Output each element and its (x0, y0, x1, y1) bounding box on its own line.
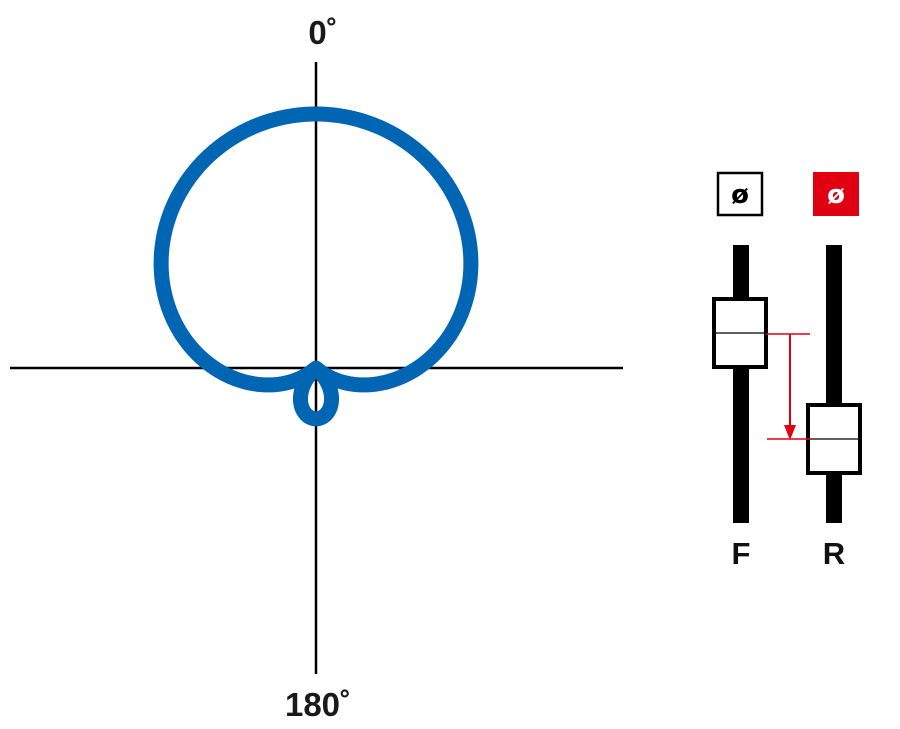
rear-fader-track (826, 245, 842, 523)
phase-inverted-icon: ø (827, 180, 845, 210)
level-offset-arrow (766, 333, 810, 440)
rear-fader: ø R (806, 172, 862, 571)
rear-fader-label: R (823, 536, 845, 571)
front-fader-knob[interactable] (712, 297, 768, 369)
rear-fader-knob[interactable] (806, 403, 862, 475)
front-fader-track (733, 245, 749, 523)
angle-label-0: 0˚ (308, 14, 337, 51)
front-fader: ø F (712, 171, 768, 571)
angle-label-180: 180˚ (285, 686, 351, 723)
front-fader-label: F (732, 536, 751, 571)
polar-pattern-curve (153, 106, 479, 427)
front-phase-button[interactable]: ø (716, 171, 764, 217)
rear-phase-button[interactable]: ø (813, 172, 859, 216)
phase-icon: ø (731, 180, 749, 210)
